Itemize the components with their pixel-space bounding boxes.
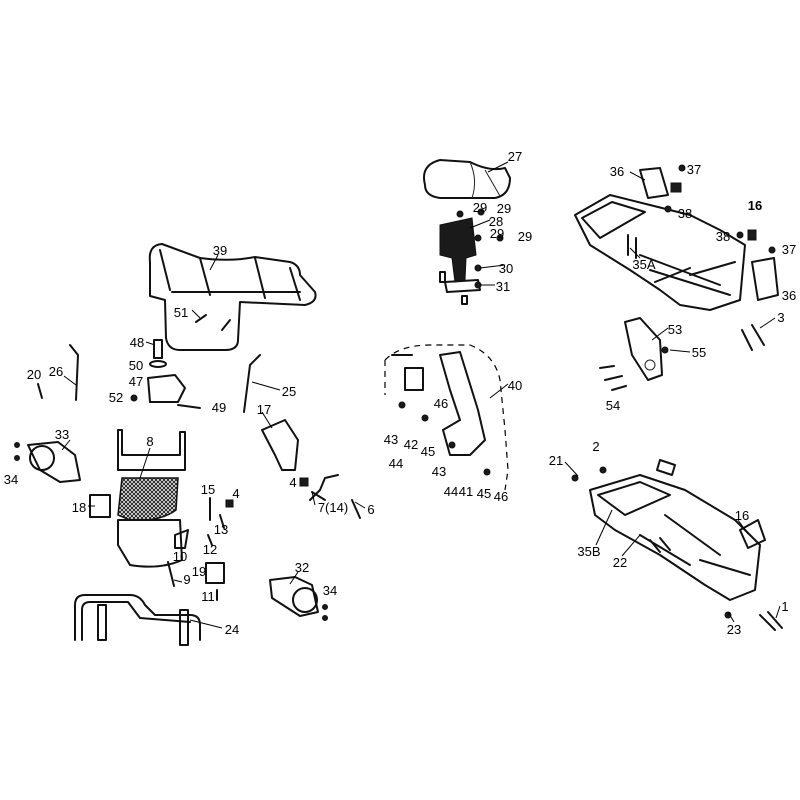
label-34: 34	[4, 472, 18, 487]
label-55: 55	[692, 345, 706, 360]
bracket-53	[599, 317, 669, 391]
label-40: 40	[508, 378, 522, 393]
label-29: 29	[497, 201, 511, 216]
label-38: 38	[716, 229, 730, 244]
bar-25	[243, 354, 261, 413]
label-50: 50	[129, 358, 143, 373]
label-12: 12	[203, 542, 217, 557]
leader-lines	[61, 161, 781, 629]
label-9: 9	[183, 572, 190, 587]
label-43: 43	[432, 464, 446, 479]
label-44: 44	[444, 484, 458, 499]
label-15: 15	[201, 482, 215, 497]
label-7-14: 7(14)	[318, 500, 348, 515]
label-18: 18	[72, 500, 86, 515]
label-16: 16	[748, 198, 762, 213]
label-45: 45	[477, 486, 491, 501]
label-34: 34	[323, 583, 337, 598]
label-36: 36	[610, 164, 624, 179]
guard-40	[384, 344, 509, 491]
label-49: 49	[212, 400, 226, 415]
label-11: 11	[201, 589, 215, 604]
label-29: 29	[473, 200, 487, 215]
label-17: 17	[257, 402, 271, 417]
label-43: 43	[384, 432, 398, 447]
label-25: 25	[282, 384, 296, 399]
label-26: 26	[49, 364, 63, 379]
seat-part	[423, 159, 511, 199]
label-22: 22	[613, 555, 627, 570]
label-13: 13	[214, 522, 228, 537]
front-bumper-39	[148, 243, 317, 351]
housing-33	[14, 441, 81, 483]
label-51: 51	[174, 305, 188, 320]
label-35b: 35B	[577, 544, 600, 559]
label-33: 33	[55, 427, 69, 442]
label-27: 27	[508, 149, 522, 164]
label-10: 10	[173, 549, 187, 564]
label-46: 46	[494, 489, 508, 504]
label-38: 38	[678, 206, 692, 221]
label-21: 21	[549, 453, 563, 468]
switch-7	[299, 474, 361, 519]
label-4: 4	[289, 475, 296, 490]
label-42: 42	[404, 437, 418, 452]
label-36: 36	[782, 288, 796, 303]
label-19: 19	[192, 564, 206, 579]
label-44: 44	[389, 456, 403, 471]
rear-rack-35a	[574, 164, 779, 351]
bumper-mount	[130, 314, 231, 409]
label-47: 47	[129, 374, 143, 389]
label-3: 3	[777, 310, 784, 325]
label-37: 37	[782, 242, 796, 257]
label-23: 23	[727, 622, 741, 637]
label-6: 6	[367, 502, 374, 517]
label-20: 20	[27, 367, 41, 382]
label-39: 39	[213, 243, 227, 258]
bumper-24	[74, 594, 201, 646]
label-45: 45	[421, 444, 435, 459]
cover-17	[261, 419, 299, 471]
label-41: 41	[459, 484, 473, 499]
label-4: 4	[232, 486, 239, 501]
seat-bracket	[439, 208, 504, 305]
label-2: 2	[592, 439, 599, 454]
label-29: 29	[518, 229, 532, 244]
rear-rack-35b	[571, 459, 783, 631]
label-54: 54	[606, 398, 620, 413]
label-31: 31	[496, 279, 510, 294]
bar-26	[69, 344, 79, 401]
label-29: 29	[490, 226, 504, 241]
label-46: 46	[434, 396, 448, 411]
label-37: 37	[687, 162, 701, 177]
part-labels: 27 29 29 28 29 29 30 31 36 37 38 16 38 3…	[4, 149, 796, 637]
label-53: 53	[668, 322, 682, 337]
label-48: 48	[130, 335, 144, 350]
label-32: 32	[295, 560, 309, 575]
housing-32	[269, 576, 328, 621]
label-35a: 35A	[632, 257, 655, 272]
label-52: 52	[109, 390, 123, 405]
label-1: 1	[781, 599, 788, 614]
label-30: 30	[499, 261, 513, 276]
small-parts	[167, 497, 234, 601]
label-8: 8	[146, 434, 153, 449]
grille-8	[89, 429, 186, 568]
label-24: 24	[225, 622, 239, 637]
label-28: 28	[489, 214, 503, 229]
label-16: 16	[735, 508, 749, 523]
part-20	[37, 383, 43, 399]
